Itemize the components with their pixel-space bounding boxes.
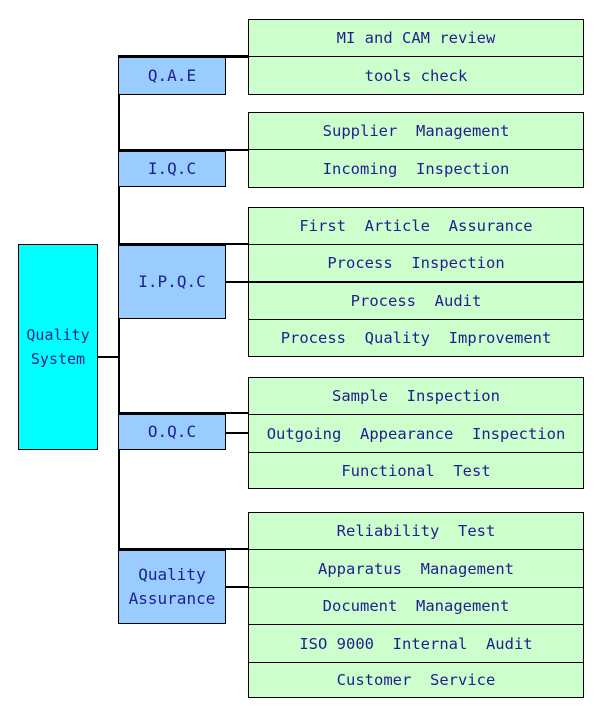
connector-trunk-oqc [118, 412, 355, 414]
connector-ipqc-to-items [226, 281, 248, 283]
leaf-process-inspection: Process Inspection [248, 245, 584, 282]
leaf-reliability-test: Reliability Test [248, 512, 584, 550]
leaf-supplier-management: Supplier Management [248, 112, 584, 150]
leaf-sample-inspection: Sample Inspection [248, 377, 584, 415]
connector-iqc-to-items [226, 149, 248, 151]
root-node-quality-system: Quality System [18, 244, 98, 450]
connector-trunk [118, 55, 120, 588]
leaf-tools-check: tools check [248, 57, 584, 95]
connector-qae-to-items [226, 56, 248, 58]
connector-quality-assurance-to-items [226, 586, 248, 588]
leaf-first-article-assurance: First Article Assurance [248, 207, 584, 245]
leaf-customer-service: Customer Service [248, 662, 584, 698]
leaf-apparatus-management: Apparatus Management [248, 550, 584, 588]
leaf-iso-9000-internal-audit: ISO 9000 Internal Audit [248, 625, 584, 663]
node-qae: Q.A.E [118, 57, 226, 95]
connector-trunk-ipqc [118, 243, 355, 245]
node-ipqc: I.P.Q.C [118, 245, 226, 319]
node-quality-assurance: Quality Assurance [118, 550, 226, 624]
node-iqc: I.Q.C [118, 151, 226, 187]
leaf-incoming-inspection: Incoming Inspection [248, 150, 584, 188]
leaf-mi-and-cam-review: MI and CAM review [248, 19, 584, 57]
leaf-outgoing-appearance-inspection: Outgoing Appearance Inspection [248, 415, 584, 453]
connector-trunk-quality-assurance [118, 548, 355, 550]
node-oqc: O.Q.C [118, 414, 226, 450]
leaf-functional-test: Functional Test [248, 452, 584, 489]
leaf-process-quality-improvement: Process Quality Improvement [248, 320, 584, 357]
connector-oqc-to-items [226, 432, 248, 434]
leaf-process-audit: Process Audit [248, 282, 584, 320]
connector-root-to-trunk [98, 356, 120, 358]
leaf-document-management: Document Management [248, 587, 584, 625]
